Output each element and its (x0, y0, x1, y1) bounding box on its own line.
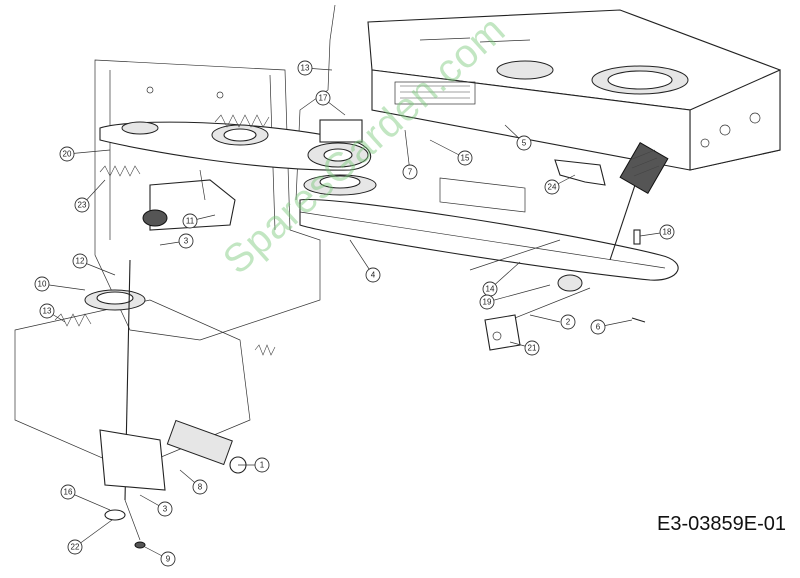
callout-17: 17 (315, 90, 331, 106)
pedal-rod-assembly (299, 198, 679, 351)
callout-label: 3 (163, 505, 168, 514)
callout-4: 4 (365, 267, 381, 283)
callout-label: 20 (63, 150, 72, 159)
callout-14: 14 (482, 281, 498, 297)
callout-7: 7 (402, 164, 418, 180)
callout-label: 22 (71, 543, 80, 552)
callout-6: 6 (590, 319, 606, 335)
callout-label: 7 (408, 168, 413, 177)
callout-9: 9 (160, 551, 176, 567)
callout-label: 2 (566, 318, 571, 327)
callout-13a: 13 (39, 303, 55, 319)
callout-11: 11 (182, 213, 198, 229)
callout-label: 12 (76, 257, 85, 266)
callout-5: 5 (516, 135, 532, 151)
callout-10: 10 (34, 276, 50, 292)
callout-2: 2 (560, 314, 576, 330)
callout-label: 4 (371, 271, 376, 280)
callout-19: 19 (479, 294, 495, 310)
callout-label: 3 (184, 237, 189, 246)
callout-label: 10 (38, 280, 47, 289)
clutch-pulley (303, 119, 377, 196)
callout-label: 1 (260, 461, 265, 470)
callout-24: 24 (544, 179, 560, 195)
callout-label: 6 (596, 323, 601, 332)
foot-pedal (609, 141, 669, 261)
callout-1: 1 (254, 457, 270, 473)
chassis-frame (367, 9, 781, 171)
callout-label: 18 (663, 228, 672, 237)
callout-3b: 3 (157, 501, 173, 517)
callout-label: 16 (64, 488, 73, 497)
callout-15: 15 (457, 150, 473, 166)
mounting-bracket (554, 159, 606, 186)
callout-3a: 3 (178, 233, 194, 249)
idler-arm (142, 169, 236, 231)
callout-22: 22 (67, 539, 83, 555)
callout-8: 8 (192, 479, 208, 495)
callout-label: 11 (186, 217, 195, 226)
callout-label: 9 (166, 555, 171, 564)
callout-label: 13 (301, 64, 310, 73)
callout-label: 13 (43, 307, 52, 316)
callout-label: 14 (486, 285, 495, 294)
callout-label: 23 (78, 201, 87, 210)
callout-label: 8 (198, 483, 203, 492)
diagram-code: E3-03859E-01 (657, 513, 786, 535)
callout-13b: 13 (297, 60, 313, 76)
callout-label: 24 (548, 183, 557, 192)
drive-belt (99, 121, 372, 171)
bracket-plate (439, 177, 526, 213)
callout-16: 16 (60, 484, 76, 500)
callout-20: 20 (59, 146, 75, 162)
callout-21: 21 (524, 340, 540, 356)
callout-18: 18 (659, 224, 675, 240)
transmission-assembly (14, 259, 251, 549)
callout-label: 21 (528, 344, 537, 353)
callout-12: 12 (72, 253, 88, 269)
callout-23: 23 (74, 197, 90, 213)
tension-springs (54, 114, 276, 356)
callout-label: 15 (461, 154, 470, 163)
callout-label: 17 (319, 94, 328, 103)
callout-label: 19 (483, 298, 492, 307)
callout-label: 5 (522, 139, 527, 148)
